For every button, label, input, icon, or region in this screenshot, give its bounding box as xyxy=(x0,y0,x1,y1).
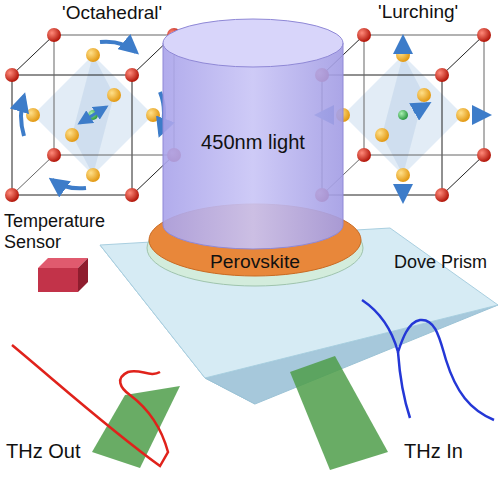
cylinder-top xyxy=(163,19,343,67)
beam-label: THz Out xyxy=(6,440,80,463)
node-label: Perovskite xyxy=(145,251,365,273)
mode-label: 'Lurching' xyxy=(378,1,458,23)
mode-label: 'Octahedral' xyxy=(62,2,162,24)
node-label: 450nm light xyxy=(160,131,346,154)
beam-label: THz In xyxy=(404,440,463,463)
light-cylinder: 450nm light xyxy=(160,15,346,251)
prism-label: Dove Prism xyxy=(394,252,487,273)
sensor-label: Temperature Sensor xyxy=(4,211,122,252)
